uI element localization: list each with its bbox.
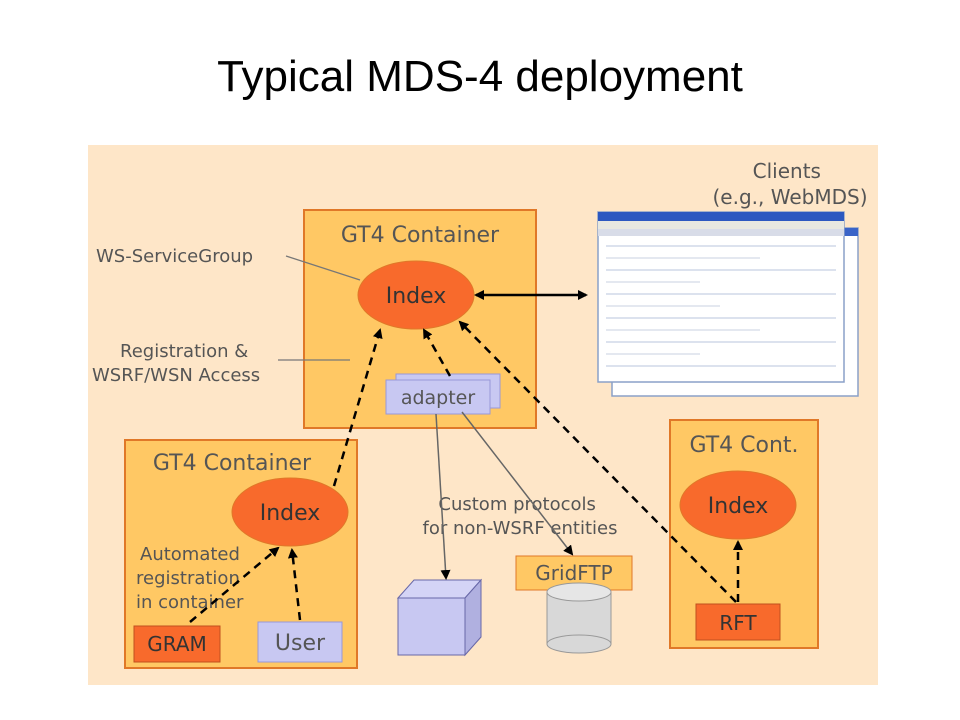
gridftp-storage-cylinder bbox=[546, 582, 612, 654]
custom-protocols-label: Custom protocols for non-WSRF entities bbox=[423, 494, 618, 539]
gram-registration-arrow bbox=[189, 546, 280, 623]
slide-title: Typical MDS-4 deployment bbox=[217, 52, 743, 101]
right-index-node bbox=[679, 470, 797, 540]
gridftp-label: GridFTP bbox=[535, 561, 612, 585]
automated-registration-note: Automated registration in container bbox=[136, 544, 246, 613]
adapter-gridftp-link bbox=[461, 411, 574, 556]
ws-servicegroup-label: WS-ServiceGroup bbox=[96, 246, 253, 267]
resource-cube bbox=[396, 578, 483, 657]
left-index-label: Index bbox=[260, 501, 321, 526]
user-registration-arrow bbox=[287, 548, 302, 621]
adapter-box bbox=[385, 379, 491, 415]
left-index-node bbox=[231, 477, 349, 547]
adapter-cube-link bbox=[435, 413, 451, 580]
gram-label: GRAM bbox=[147, 632, 207, 656]
user-label: User bbox=[275, 631, 326, 656]
rft-registration-arrow bbox=[458, 320, 737, 603]
user-box bbox=[257, 621, 343, 663]
registration-access-label: Registration & WSRF/WSN Access bbox=[92, 341, 260, 386]
rft-label: RFT bbox=[719, 611, 757, 635]
left-container-title: GT4 Container bbox=[153, 451, 312, 476]
main-container-title: GT4 Container bbox=[341, 223, 500, 248]
rft-box bbox=[695, 603, 781, 641]
right-index-label: Index bbox=[708, 494, 769, 519]
client-window-front bbox=[597, 211, 845, 383]
right-container-title: GT4 Cont. bbox=[689, 433, 798, 458]
adapter-label: adapter bbox=[401, 387, 476, 409]
clients-label: Clients (e.g., WebMDS) bbox=[713, 159, 868, 209]
main-index-label: Index bbox=[386, 284, 447, 309]
gram-box bbox=[133, 625, 221, 663]
ws-servicegroup-pointer bbox=[285, 255, 361, 281]
adapter-registration-arrow bbox=[422, 328, 452, 377]
